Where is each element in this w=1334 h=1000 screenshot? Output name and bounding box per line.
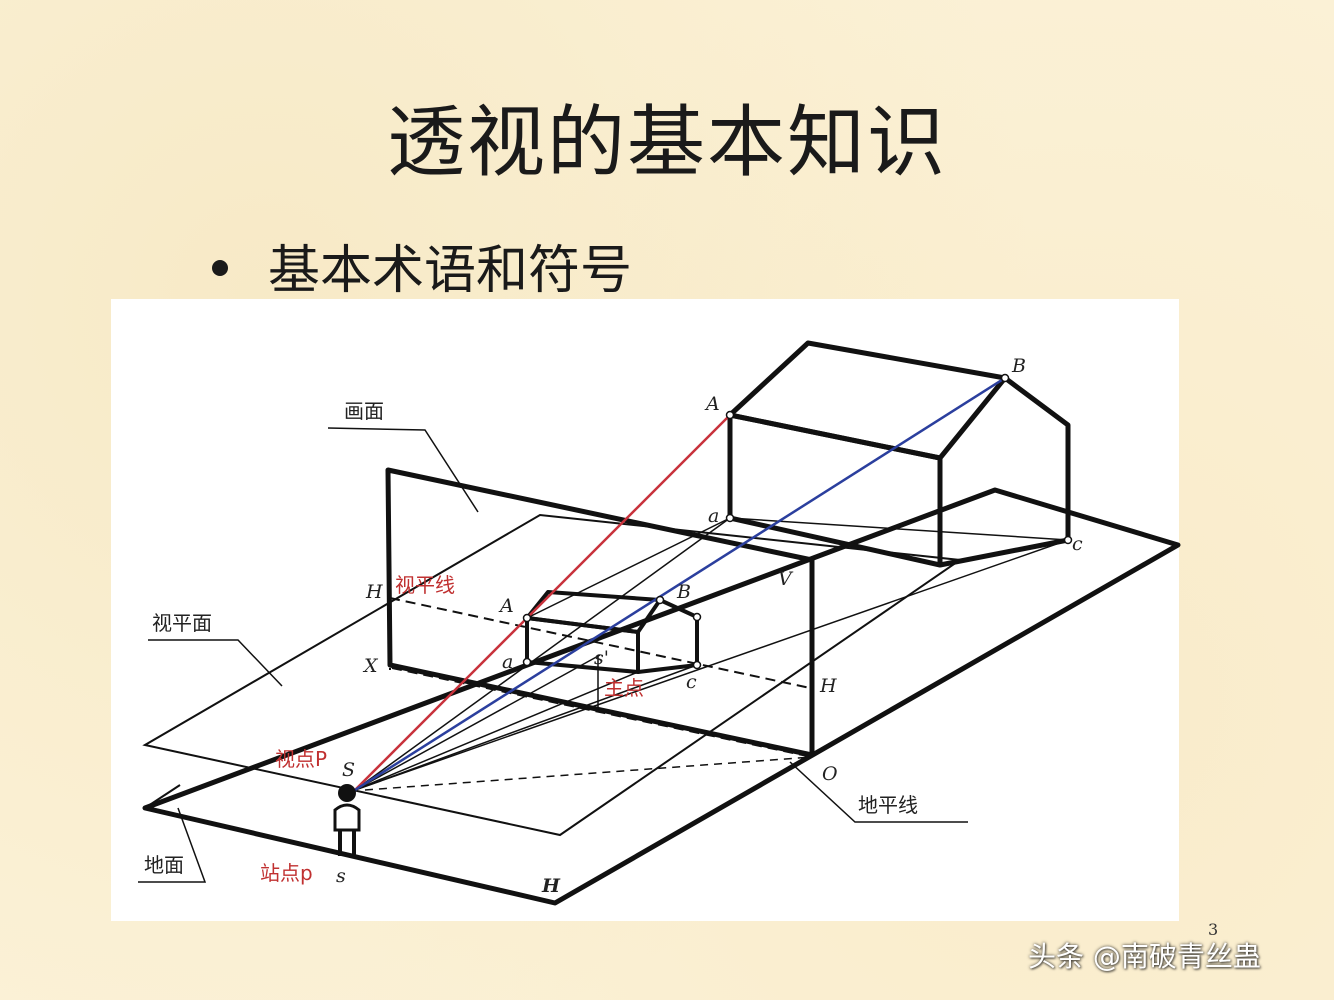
label-station-point: 站点p	[260, 861, 313, 885]
label-viewpoint: 视点P	[275, 747, 327, 771]
letter-B0: B	[676, 581, 691, 603]
ground-line-dashed-ground	[364, 756, 813, 791]
label-horizon-plane: 视平面	[152, 611, 212, 635]
letter-H-right: H	[819, 675, 837, 697]
page-number: 3	[1208, 920, 1219, 939]
label-ground: 地面	[144, 853, 184, 877]
letter-c0: c	[686, 671, 697, 693]
projection-rays	[354, 517, 1069, 791]
label-principal-point: 主点	[604, 676, 644, 700]
horizon-line-dashed	[389, 597, 811, 689]
letter-S: S	[342, 759, 355, 781]
letter-X: X	[362, 655, 379, 677]
letter-V: V	[778, 568, 794, 590]
bullet-text: 基本术语和符号	[268, 241, 633, 301]
letter-a: a	[708, 505, 719, 527]
observer-figure	[333, 784, 361, 856]
label-horizon-line: 视平线	[395, 573, 455, 597]
horizon-plane	[142, 513, 963, 837]
ground-line-link	[809, 544, 1179, 756]
letter-O: O	[822, 763, 838, 785]
slide-title: 透视的基本知识	[386, 98, 947, 188]
letter-s-small: s	[336, 865, 346, 887]
marker-points	[522, 373, 1073, 670]
letter-H-left: H	[365, 581, 383, 603]
bullet-dot-icon	[212, 260, 228, 276]
red-ray	[354, 414, 731, 791]
bullet-item: 基本术语和符号	[212, 228, 632, 303]
watermark-text: 头条 @南破青丝蛊	[1028, 940, 1261, 973]
letter-a0: a	[502, 651, 513, 673]
diagram-panel	[111, 299, 1179, 921]
label-leaders	[138, 427, 968, 883]
label-ground-line: 地平线	[858, 793, 918, 817]
ground-front-edge-thin	[144, 784, 181, 809]
letter-s-prime: s'	[594, 647, 609, 669]
label-picture-plane: 画面	[344, 399, 384, 423]
letter-A: A	[704, 393, 720, 415]
blue-ray	[354, 376, 1006, 792]
letter-B: B	[1011, 355, 1026, 377]
letter-H-ground: H	[541, 875, 561, 897]
letter-c: c	[1072, 533, 1083, 555]
house-large-ground-edge	[729, 517, 1069, 541]
letter-A0: A	[498, 595, 514, 617]
